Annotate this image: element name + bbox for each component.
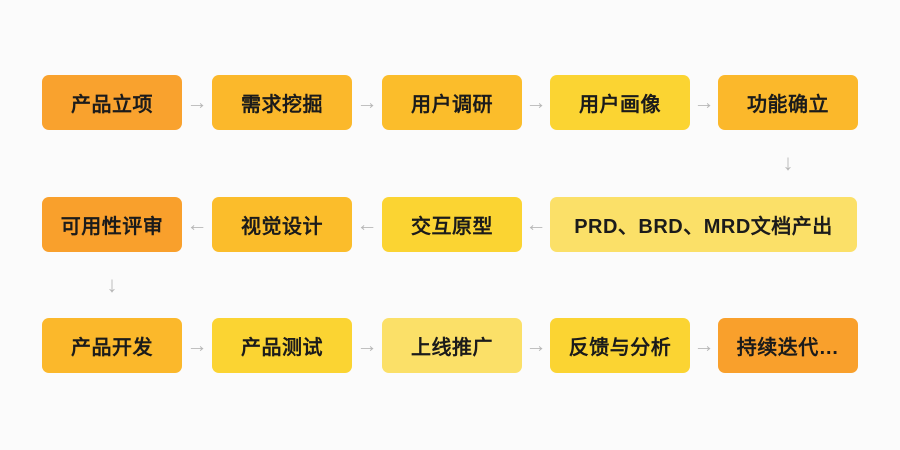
flow-node[interactable]: 产品立项 <box>42 75 182 130</box>
flow-node[interactable]: 产品测试 <box>212 318 352 373</box>
arrow-left-icon: ← <box>186 213 208 236</box>
flow-node[interactable]: 持续迭代… <box>718 318 858 373</box>
arrow-right-icon: → <box>356 334 378 357</box>
arrow-right-icon: → <box>693 91 715 114</box>
flow-node[interactable]: 上线推广 <box>382 318 522 373</box>
flow-node[interactable]: 用户画像 <box>550 75 690 130</box>
down-arrow-row2-to-row3: ↓ <box>106 272 118 297</box>
arrow-right-icon: → <box>693 334 715 357</box>
arrow-left-icon: ← <box>356 213 378 236</box>
flow-node[interactable]: 功能确立 <box>718 75 858 130</box>
flow-node[interactable]: 用户调研 <box>382 75 522 130</box>
arrow-right-icon: → <box>186 91 208 114</box>
flow-node[interactable]: PRD、BRD、MRD文档产出 <box>550 197 857 252</box>
flow-node[interactable]: 视觉设计 <box>212 197 352 252</box>
flow-node[interactable]: 交互原型 <box>382 197 522 252</box>
arrow-right-icon: → <box>525 334 547 357</box>
arrow-right-icon: → <box>356 91 378 114</box>
flow-node[interactable]: 需求挖掘 <box>212 75 352 130</box>
flow-node[interactable]: 可用性评审 <box>42 197 182 252</box>
arrow-right-icon: → <box>186 334 208 357</box>
arrow-left-icon: ← <box>525 213 547 236</box>
arrow-right-icon: → <box>525 91 547 114</box>
flow-node[interactable]: 反馈与分析 <box>550 318 690 373</box>
flow-node[interactable]: 产品开发 <box>42 318 182 373</box>
down-arrow-row1-to-row2: ↓ <box>782 150 794 175</box>
